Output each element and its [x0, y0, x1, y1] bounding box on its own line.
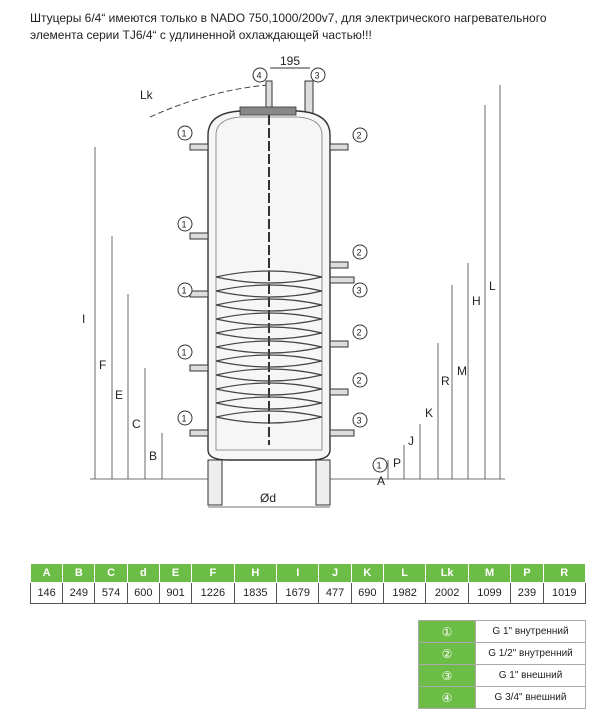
dim-J: J [408, 434, 414, 448]
legend-row: ③ G 1" внешний [418, 664, 586, 687]
dim-value: 1835 [233, 582, 278, 604]
dim-L: L [489, 279, 496, 293]
legend-symbol: ④ [418, 686, 476, 709]
marker-4-top-label: 4 [257, 71, 262, 81]
dim-header: K [350, 563, 384, 583]
svg-text:1: 1 [377, 461, 382, 471]
svg-text:3: 3 [357, 416, 362, 426]
legend-symbol: ③ [418, 664, 476, 687]
dim-header: Lk [425, 563, 469, 583]
dimensions-table: A B C d E F H I J K L Lk M P R 146 249 5… [29, 563, 586, 604]
marker-4-top [252, 67, 268, 83]
legend-symbol: ② [418, 642, 476, 665]
dimensions-values-row: 146 249 574 600 901 1226 1835 1679 477 6… [29, 582, 586, 604]
dim-header: A [29, 563, 64, 583]
svg-text:1: 1 [182, 129, 187, 139]
dim-value: 690 [350, 582, 384, 604]
dim-K: K [425, 406, 433, 420]
right-markers: 2 2 3 2 2 3 1 [352, 127, 388, 473]
dim-value: 600 [126, 582, 160, 604]
dim-header: E [158, 563, 193, 583]
dim-A: A [377, 474, 385, 488]
dim-R: R [441, 374, 450, 388]
warning-note: Штуцеры 6/4“ имеются только в NADO 750,1… [30, 11, 547, 42]
dim-header: d [126, 563, 160, 583]
dim-B: B [149, 449, 157, 463]
marker-3-top [310, 67, 326, 83]
dim-value: 1099 [467, 582, 512, 604]
legend-text: G 1" внешний [475, 664, 586, 687]
legend-row: ④ G 3/4" внешний [418, 686, 586, 709]
svg-text:2: 2 [357, 376, 362, 386]
svg-text:2: 2 [357, 131, 362, 141]
left-markers: 1 1 1 1 1 [177, 125, 193, 426]
dim-header: R [542, 563, 586, 583]
legend-row: ① G 1" внутренний [418, 620, 586, 643]
dim-header: B [62, 563, 96, 583]
dim-header: P [510, 563, 544, 583]
dim-195-label: 195 [280, 55, 300, 68]
dim-value: 239 [510, 582, 544, 604]
dim-I: I [82, 312, 85, 326]
heat-exchanger-coil [215, 270, 323, 424]
dim-C: C [132, 417, 141, 431]
dim-header: C [94, 563, 128, 583]
svg-text:1: 1 [182, 414, 187, 424]
dim-P: P [393, 456, 401, 470]
dim-header: J [318, 563, 352, 583]
legend-text: G 1" внутренний [475, 620, 586, 643]
legend-text: G 3/4" внешний [475, 686, 586, 709]
svg-text:1: 1 [182, 348, 187, 358]
dim-M: M [457, 364, 467, 378]
tank-drawing: Lk 4 3 195 [82, 55, 505, 508]
legend-symbol: ① [418, 620, 476, 643]
dim-header: H [233, 563, 278, 583]
dim-value: 574 [94, 582, 128, 604]
dim-value: 249 [62, 582, 96, 604]
dim-value: 1679 [276, 582, 320, 604]
dim-value: 1982 [382, 582, 427, 604]
svg-text:1: 1 [182, 286, 187, 296]
svg-text:2: 2 [357, 328, 362, 338]
dim-value: 477 [318, 582, 352, 604]
connection-legend-table: ① G 1" внутренний ② G 1/2" внутренний ③ … [418, 620, 586, 709]
dim-header: M [467, 563, 512, 583]
svg-text:2: 2 [357, 248, 362, 258]
lk-arc [149, 84, 269, 118]
dim-H: H [472, 294, 481, 308]
legend-row: ② G 1/2" внутренний [418, 642, 586, 665]
diameter-label: Ød [260, 491, 276, 505]
dim-value: 146 [29, 582, 64, 604]
svg-text:3: 3 [357, 286, 362, 296]
dim-header: L [382, 563, 427, 583]
dim-F: F [99, 358, 106, 372]
dim-value: 1019 [542, 582, 586, 604]
dim-E: E [115, 388, 123, 402]
dim-value: 2002 [425, 582, 469, 604]
pipe-3-top [304, 80, 314, 116]
right-dimension-lines [330, 85, 505, 480]
dim-header: F [191, 563, 235, 583]
dim-value: 1226 [191, 582, 235, 604]
dim-header: I [276, 563, 320, 583]
legend-text: G 1/2" внутренний [475, 642, 586, 665]
lk-label: Lk [140, 88, 154, 102]
left-dimension-lines [90, 147, 208, 480]
dim-value: 901 [158, 582, 193, 604]
svg-text:1: 1 [182, 220, 187, 230]
marker-3-top-label: 3 [315, 71, 320, 81]
dimensions-header-row: A B C d E F H I J K L Lk M P R [29, 563, 586, 583]
